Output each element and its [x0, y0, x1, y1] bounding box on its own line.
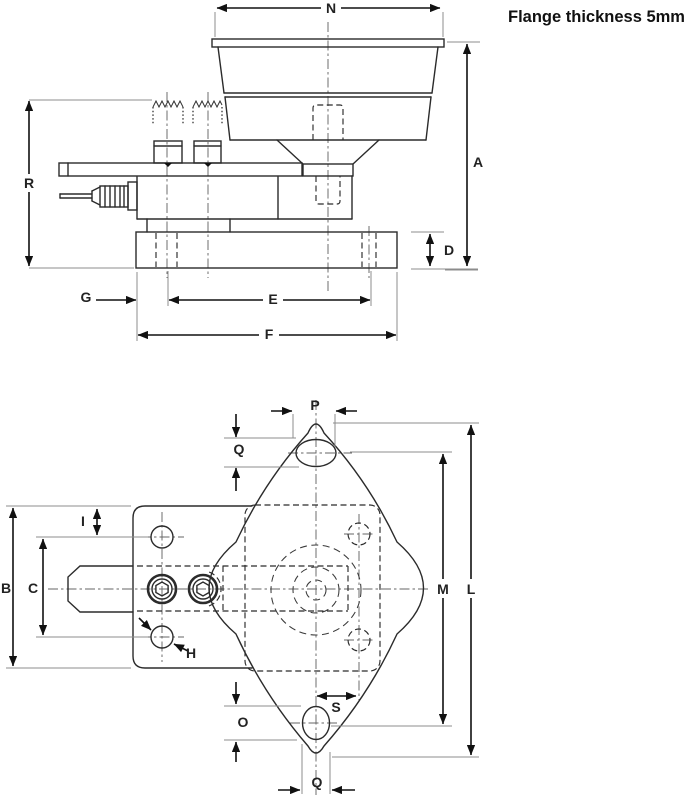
bolt-right — [193, 140, 222, 164]
side-leaders — [29, 12, 480, 341]
top-cup — [211, 38, 445, 141]
dim-H-arrow2 — [173, 643, 189, 653]
side-dimension-lines — [24, 3, 472, 340]
dim-label-h: H — [186, 645, 196, 661]
cable-gland — [59, 181, 138, 211]
hidden-stud-upper — [312, 104, 344, 140]
flange-thickness-note: Flange thickness 5mm — [508, 8, 685, 26]
dim-label-r: R — [24, 175, 34, 191]
slot-bottom — [301, 705, 331, 741]
screw-left — [146, 573, 178, 605]
hidden-module-plate — [244, 504, 381, 672]
hidden-stud-lower — [315, 176, 341, 205]
dim-label-c: C — [28, 580, 38, 596]
dim-label-p: P — [310, 397, 319, 413]
dim-label-s: S — [331, 699, 340, 715]
dim-label-g: G — [81, 289, 92, 305]
dim-label-e: E — [268, 291, 277, 307]
dim-label-i: I — [81, 513, 85, 529]
side-centerlines — [166, 22, 370, 292]
bolt-left — [153, 140, 183, 164]
load-cell-beam — [67, 565, 134, 613]
hidden-cone-circle — [270, 544, 362, 636]
dim-label-q-bottom: Q — [312, 774, 323, 790]
dotted-studs — [152, 99, 223, 124]
plan-leaders — [6, 414, 479, 794]
dim-H-arrow1 — [138, 617, 152, 631]
dim-label-n: N — [326, 0, 336, 16]
dim-label-m: M — [437, 581, 449, 597]
bolt-seat-mark-right — [204, 163, 212, 167]
slot-top — [295, 438, 337, 468]
hidden-anchor-hole-top — [347, 522, 371, 546]
dim-label-b: B — [1, 580, 11, 596]
plan-centerlines — [48, 400, 428, 795]
bolt-seat-mark-left — [164, 163, 172, 167]
bracket-hole-bottom — [150, 625, 174, 649]
dim-label-l: L — [467, 581, 476, 597]
mounting-plate — [58, 99, 303, 177]
dimension-labels: N A R D G E F P Q I B C H O S Q M L Flan… — [1, 0, 685, 790]
plan-hidden-geometry — [137, 504, 381, 672]
flange-plate — [208, 423, 425, 754]
plan-view — [6, 400, 479, 795]
bracket-hole-top — [150, 525, 174, 549]
dim-label-d: D — [444, 242, 454, 258]
dim-label-o: O — [238, 714, 249, 730]
dim-label-q-top: Q — [234, 441, 245, 457]
plan-dimension-lines — [8, 406, 476, 795]
load-cone — [276, 139, 380, 205]
base-plate — [135, 231, 398, 269]
side-view — [24, 3, 480, 341]
dim-label-f: F — [265, 326, 274, 342]
side-bracket — [67, 505, 253, 669]
dim-label-a: A — [473, 154, 483, 170]
hidden-anchor-hole-bottom — [347, 628, 371, 652]
screw-right — [187, 571, 222, 607]
